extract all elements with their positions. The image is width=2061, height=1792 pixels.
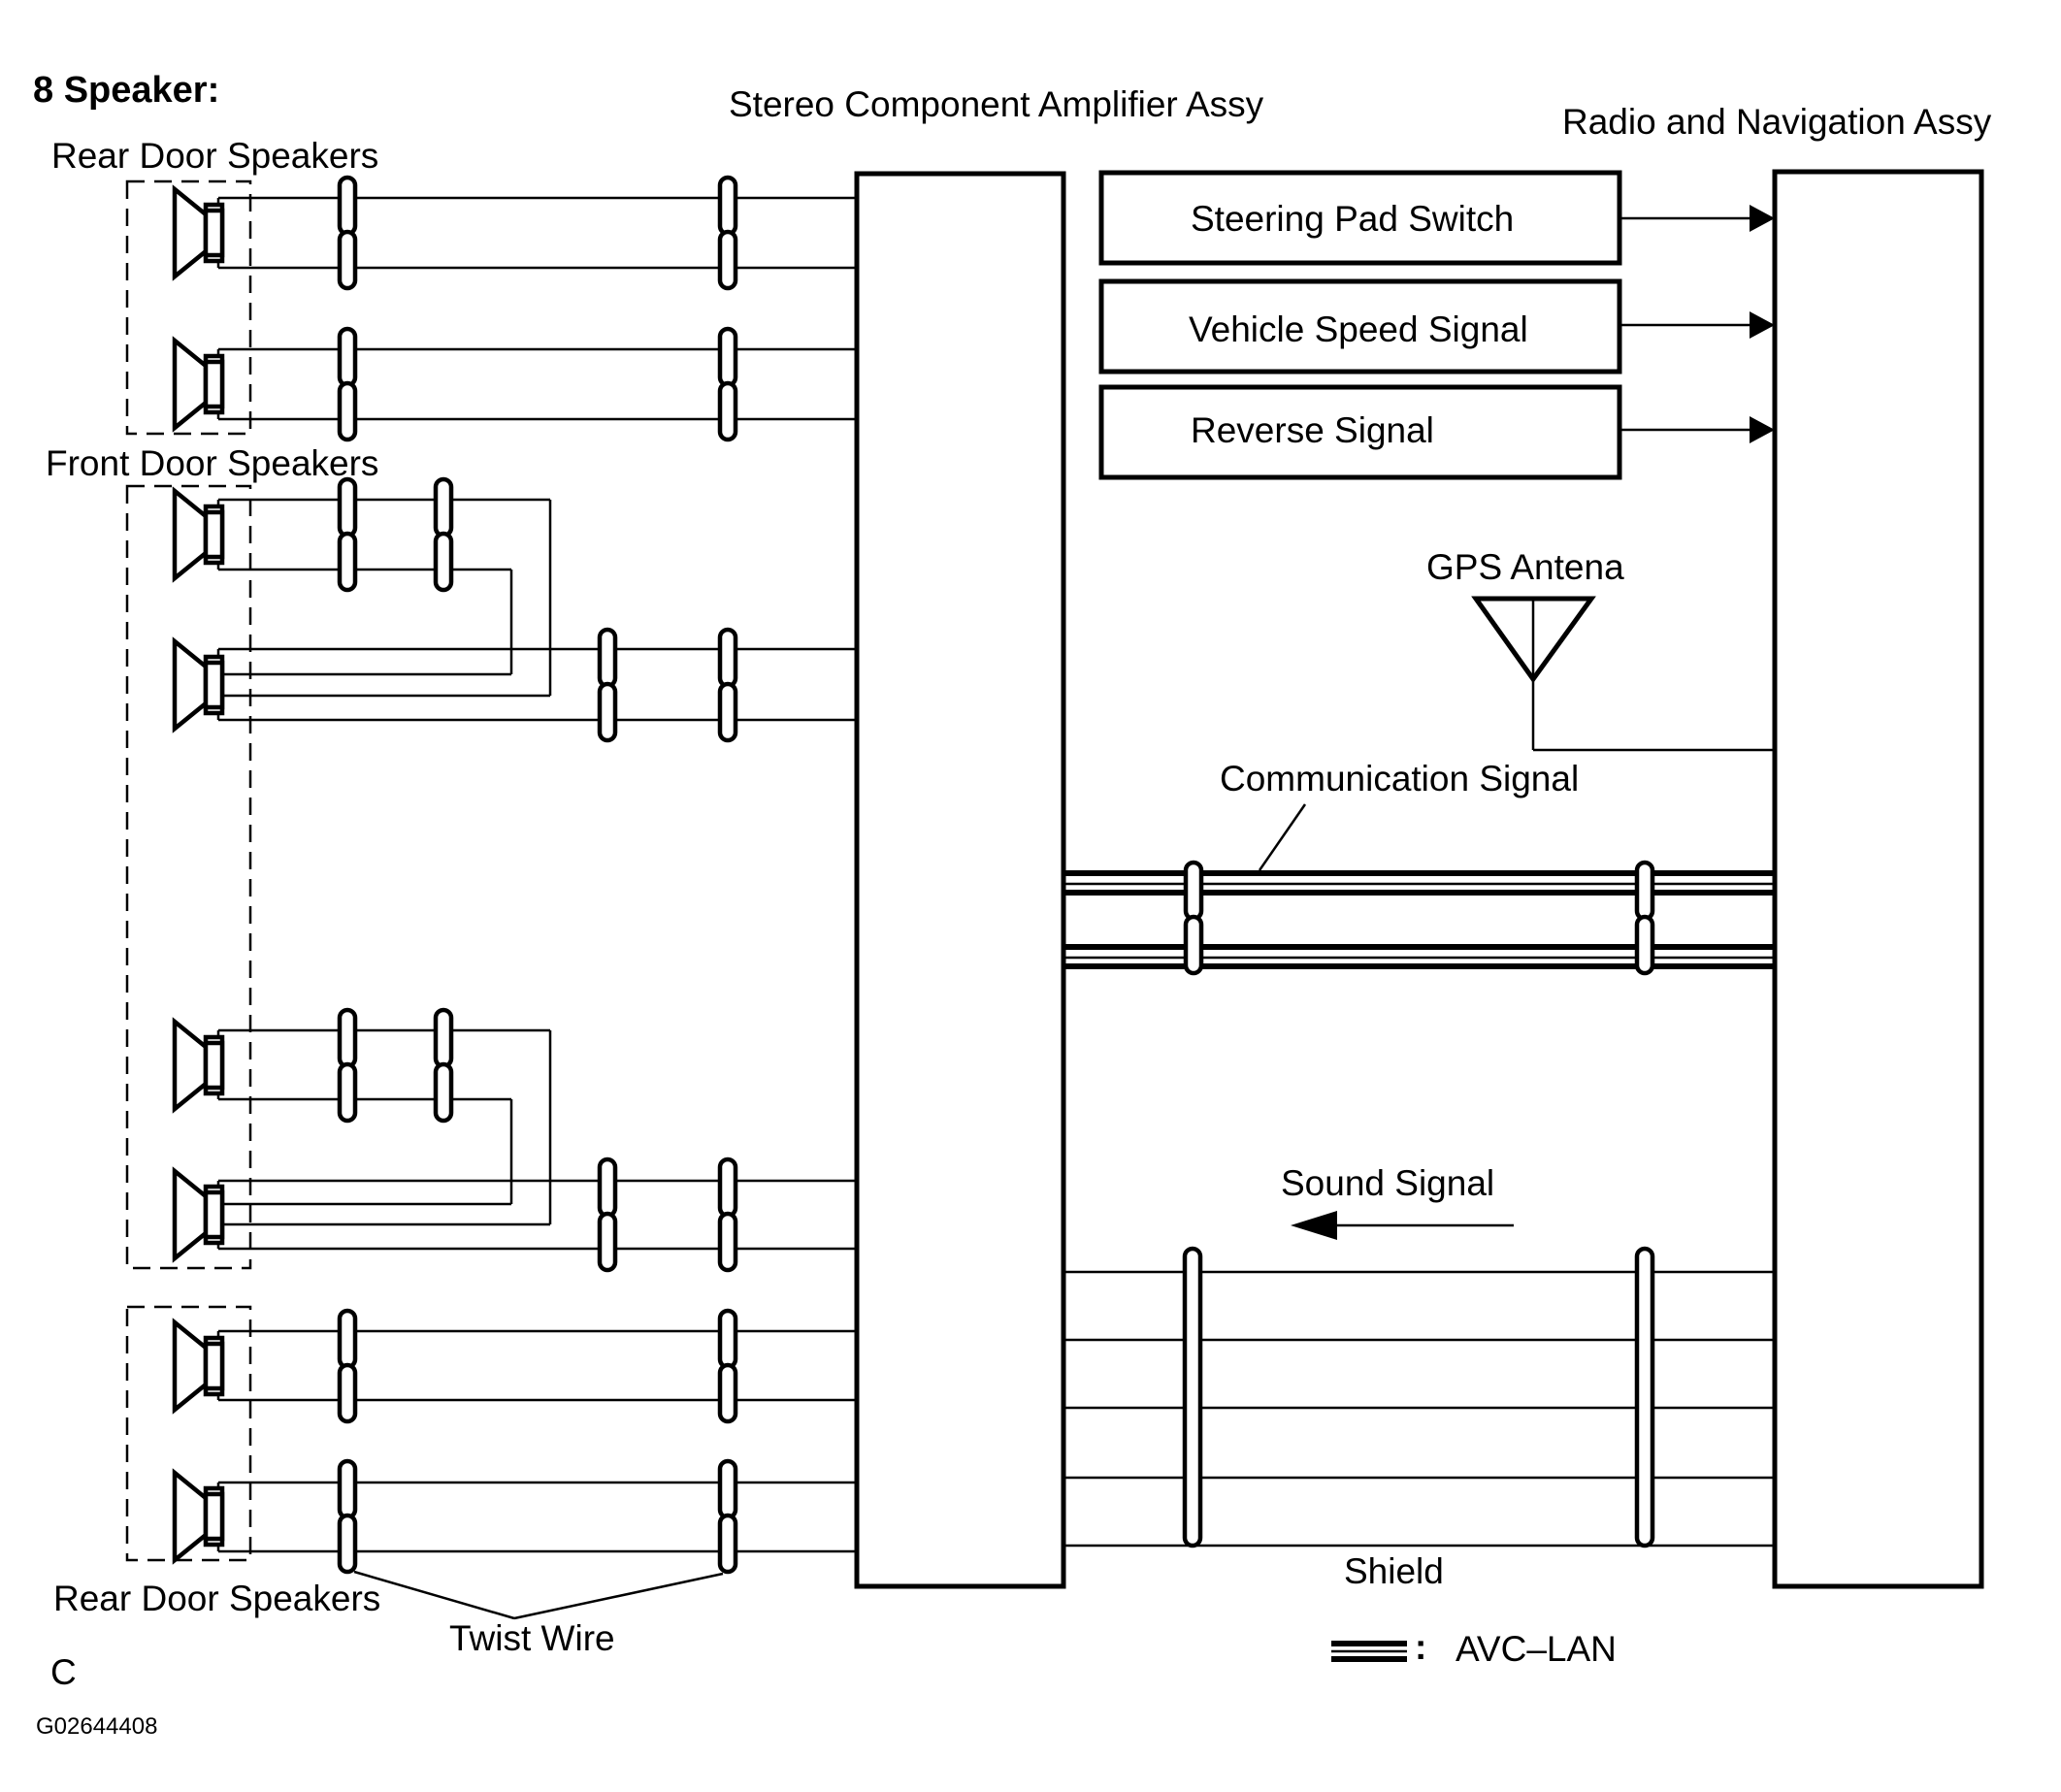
figure-id: G02644408: [36, 1713, 157, 1740]
twist-wire-leader-right: [513, 1572, 724, 1620]
steering-pad-switch-label: Steering Pad Switch: [1191, 199, 1514, 239]
radio-label: Radio and Navigation Assy: [1562, 102, 1992, 142]
speaker-icon: [175, 1322, 222, 1410]
front-door-group: [125, 484, 252, 1270]
speaker-icon: [175, 491, 222, 578]
arrow-icon: [1750, 416, 1775, 443]
reverse-signal-box: Reverse Signal: [1098, 384, 1775, 480]
speaker-icon: [175, 189, 222, 277]
radio-navigation-box: [1772, 169, 1984, 1589]
legend-colon: :: [1415, 1627, 1426, 1667]
arrow-icon: [1291, 1211, 1337, 1240]
vehicle-speed-signal-box: Vehicle Speed Signal: [1098, 278, 1775, 375]
avc-lan-label: AVC–LAN: [1456, 1629, 1617, 1669]
speaker-wiring-6: [175, 1159, 857, 1270]
speaker-icon: [175, 1473, 222, 1560]
speaker-wiring-7: [175, 1311, 857, 1421]
vehicle-speed-signal-label: Vehicle Speed Signal: [1189, 310, 1528, 349]
shield-clamp-left: [1182, 1246, 1203, 1548]
front-door-speakers-label: Front Door Speakers: [46, 443, 378, 483]
arrow-icon: [1750, 205, 1775, 232]
speaker-wiring-4: [175, 630, 857, 740]
amplifier-label: Stereo Component Amplifier Assy: [729, 84, 1264, 124]
avc-lan-bus: [1063, 863, 1775, 973]
twist-wire-label: Twist Wire: [449, 1618, 615, 1658]
speaker-icon: [175, 641, 222, 729]
shield-label: Shield: [1344, 1551, 1444, 1591]
rear-door-speakers-label-top: Rear Door Speakers: [51, 136, 378, 176]
footer-letter: C: [50, 1652, 77, 1692]
steering-pad-switch-box: Steering Pad Switch: [1098, 170, 1775, 266]
speaker-wiring-5: [175, 1010, 552, 1224]
avc-lan-legend: : AVC–LAN: [1331, 1627, 1617, 1669]
antenna-icon: [1471, 596, 1775, 752]
arrow-icon: [1750, 311, 1775, 339]
speaker-icon: [175, 1171, 222, 1258]
rear-door-group-bottom: [125, 1305, 252, 1562]
speaker-wiring-8: [175, 1461, 857, 1572]
diagram-title: 8 Speaker:: [33, 70, 219, 111]
speaker-icon: [175, 341, 222, 428]
amplifier-box: [854, 171, 1066, 1589]
rear-door-speakers-label-bottom: Rear Door Speakers: [53, 1579, 380, 1618]
rear-door-group-top: [125, 179, 252, 436]
sound-signal-arrow: [1291, 1211, 1514, 1240]
reverse-signal-label: Reverse Signal: [1191, 410, 1434, 450]
communication-leader: [1258, 803, 1307, 871]
gps-antenna-label: GPS Antena: [1426, 547, 1624, 587]
speaker-wiring-2: [175, 329, 857, 440]
speaker-icon: [175, 1022, 222, 1109]
speaker-wiring-3: [175, 479, 552, 696]
communication-signal-label: Communication Signal: [1220, 759, 1579, 798]
shield-clamp-right: [1634, 1246, 1655, 1548]
sound-signal-wires: [1063, 1246, 1775, 1548]
twist-wire-leader-left: [353, 1570, 515, 1620]
sound-signal-label: Sound Signal: [1281, 1163, 1494, 1203]
speaker-wiring-1: [175, 178, 857, 288]
